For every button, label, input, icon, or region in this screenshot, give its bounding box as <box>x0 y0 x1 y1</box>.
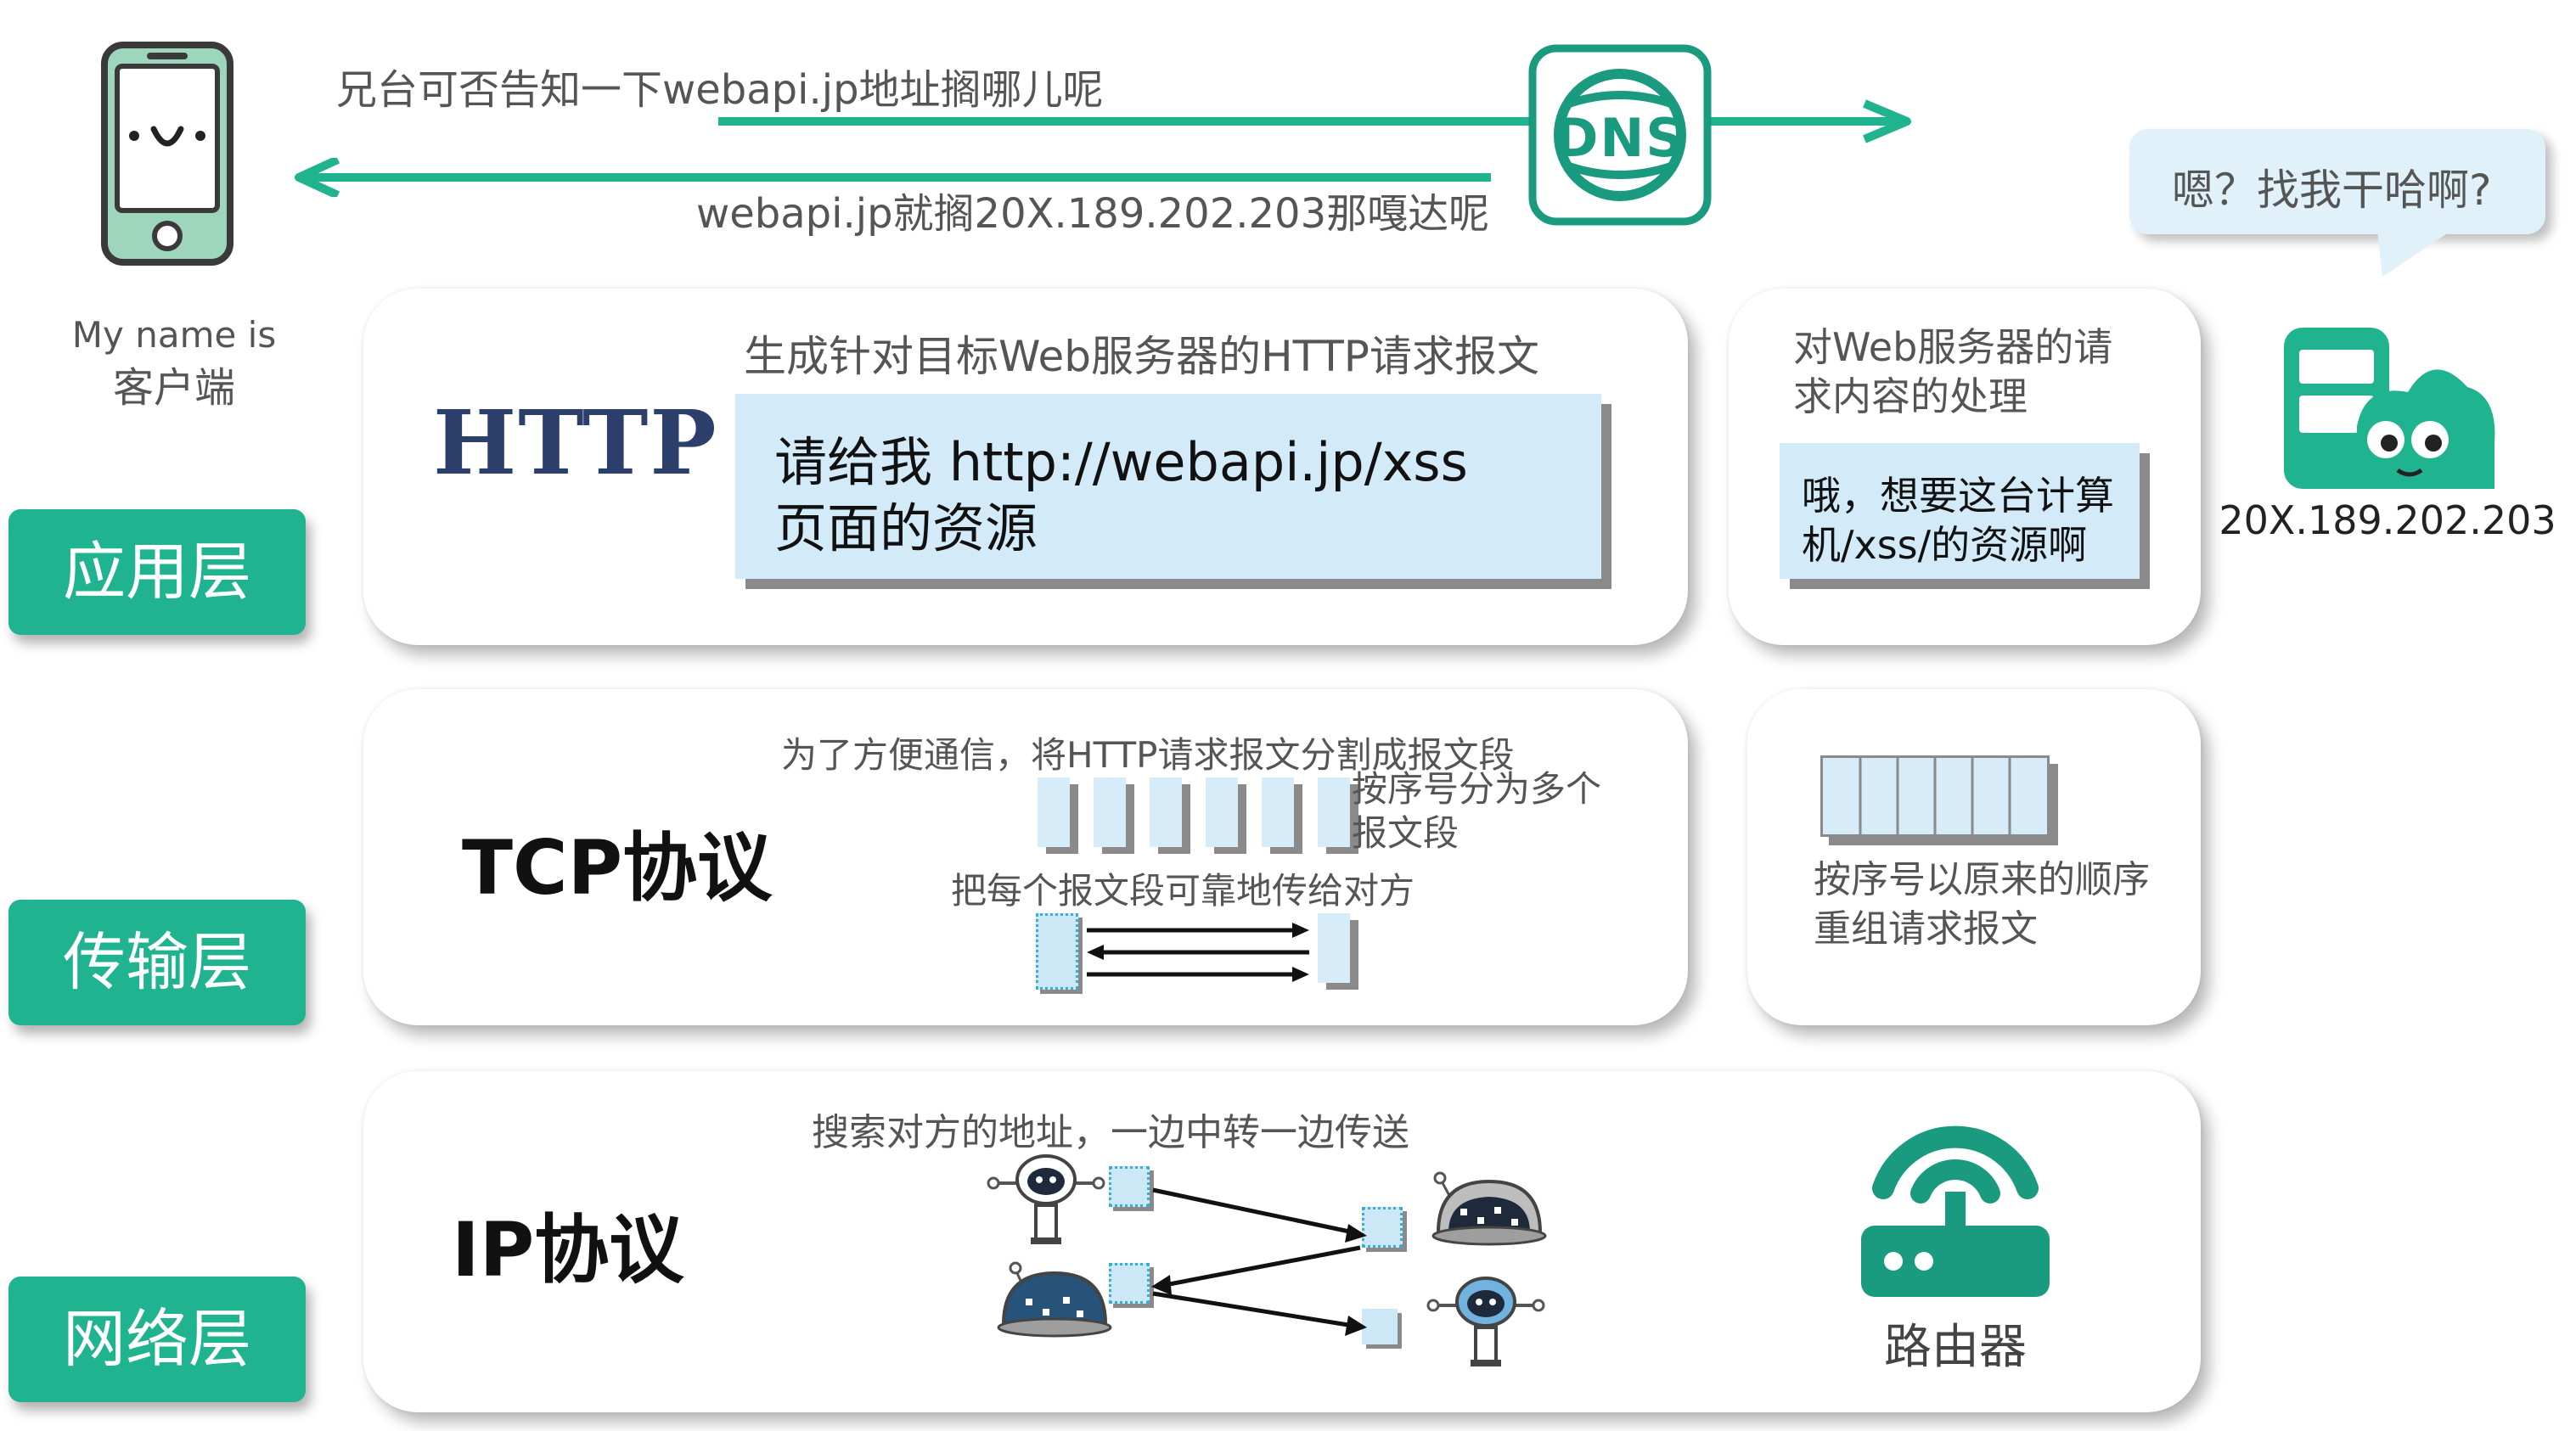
segment-6 <box>1318 777 1350 847</box>
dome-node-icon <box>992 1248 1114 1343</box>
dns-request-text: 兄台可否告知一下webapi.jp地址搁哪儿呢 <box>336 66 1104 114</box>
server-cloud-icon <box>2281 324 2498 492</box>
packet-2 <box>1362 1207 1403 1248</box>
ip-protocol-label: IP协议 <box>452 1206 684 1294</box>
tcp-reliable-caption: 把每个报文段可靠地传给对方 <box>951 870 1415 912</box>
router-label: 路由器 <box>1884 1320 2027 1375</box>
segment-4 <box>1206 777 1238 847</box>
transport-client-card: TCP协议 为了方便通信，将HTTP请求报文分割成报文段 按序号分为多个 报文段… <box>363 689 1688 1025</box>
robot-node-icon <box>987 1153 1105 1248</box>
dome-node-icon <box>1426 1156 1549 1251</box>
network-card: IP协议 搜索对方的地址，一边中转一边传送 <box>363 1071 2201 1412</box>
server-speech-bubble: 嗯？找我干哈啊? <box>2129 129 2545 234</box>
application-client-card: HTTP 生成针对目标Web服务器的HTTP请求报文 请给我 http://we… <box>363 289 1688 645</box>
dns-label: DNS <box>1554 107 1685 169</box>
router-icon <box>1849 1100 2061 1304</box>
http-gen-caption: 生成针对目标Web服务器的HTTP请求报文 <box>744 332 1539 381</box>
transport-server-card: 按序号以原来的顺序 重组请求报文 <box>1747 689 2201 1025</box>
packet-3 <box>1109 1263 1150 1304</box>
request-arrow <box>294 99 1911 143</box>
segment-5 <box>1262 777 1294 847</box>
reassembled-segments <box>1820 755 2050 837</box>
ip-route-caption: 搜索对方的地址，一边中转一边传送 <box>812 1111 1409 1154</box>
client-phone-icon <box>100 41 234 267</box>
server-caption: 对Web服务器的请 求内容的处理 <box>1793 324 2113 419</box>
segment-3 <box>1150 777 1182 847</box>
tcp-protocol-label: TCP协议 <box>462 824 773 912</box>
response-arrow <box>294 155 1499 199</box>
bubble-tail <box>2377 229 2454 277</box>
tcp-receive-segment <box>1318 913 1350 983</box>
segment-2 <box>1094 777 1126 847</box>
robot-node-icon <box>1426 1275 1545 1370</box>
tcp-transfer-arrows <box>1083 918 1313 986</box>
application-server-card: 对Web服务器的请 求内容的处理 哦，想要这台计算 机/xss/的资源啊 <box>1729 289 2201 645</box>
tcp-number-caption: 按序号分为多个 报文段 <box>1352 768 1602 854</box>
packet-4 <box>1362 1309 1398 1344</box>
http-request-box: 请给我 http://webapi.jp/xss 页面的资源 <box>735 394 1601 579</box>
http-logo: HTTP <box>433 390 718 495</box>
reassemble-caption: 按序号以原来的顺序 重组请求报文 <box>1814 858 2150 951</box>
dns-response-text: webapi.jp就搁20X.189.202.203那嘎达呢 <box>696 190 1490 238</box>
network-layer-label: 网络层 <box>8 1277 306 1402</box>
server-response-box: 哦，想要这台计算 机/xss/的资源啊 <box>1780 443 2140 579</box>
routing-arrows <box>1145 1173 1374 1343</box>
transport-layer-label: 传输层 <box>8 900 306 1025</box>
dns-server-icon: DNS <box>1528 44 1712 226</box>
server-ip: 20X.189.202.203 <box>2219 497 2556 543</box>
segment-1 <box>1038 777 1070 847</box>
tcp-send-segment <box>1036 913 1078 990</box>
packet-1 <box>1109 1166 1150 1207</box>
tcp-split-caption: 为了方便通信，将HTTP请求报文分割成报文段 <box>781 734 1515 776</box>
application-layer-label: 应用层 <box>8 509 306 635</box>
client-caption: My name is 客户端 <box>71 314 277 412</box>
